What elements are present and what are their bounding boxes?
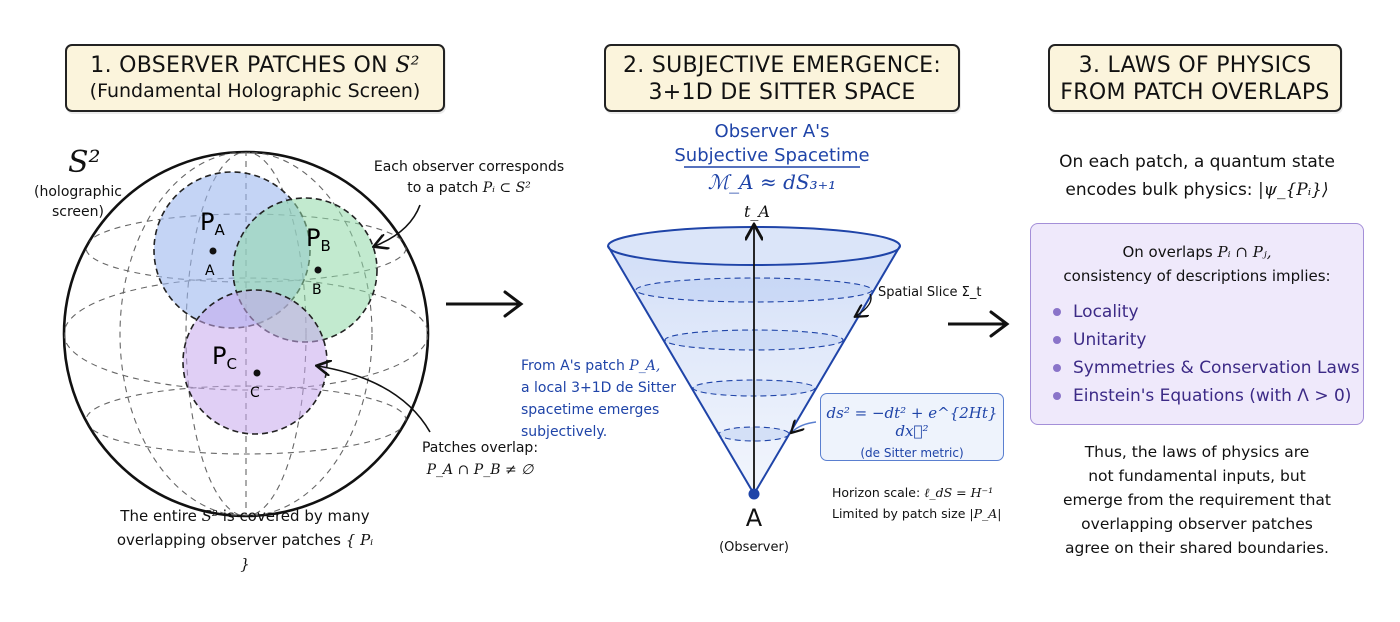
cone-right-edge	[753, 245, 901, 495]
overlap-consistency-box: On overlaps Pᵢ ∩ Pⱼ, consistency of desc…	[1030, 223, 1364, 425]
patch-c-label: PC	[212, 342, 237, 373]
sphere-sublabel: (holographic screen)	[34, 184, 122, 220]
patch-b-label: PB	[306, 224, 331, 255]
laws-list: Locality Unitarity Symmetries & Conserva…	[1053, 298, 1363, 410]
patch-annotation: Each observer corresponds to a patch Pᵢ …	[373, 159, 565, 196]
de-sitter-cone	[607, 226, 901, 500]
cone-left-edge	[607, 245, 755, 495]
observer-sublabel: (Observer)	[719, 540, 789, 555]
law-symmetries: Symmetries & Conservation Laws	[1053, 354, 1363, 382]
panel2-title-box: 2. SUBJECTIVE EMERGENCE: 3+1D DE SITTER …	[604, 44, 960, 112]
overlap-annotation-arrow	[318, 366, 431, 433]
panel2-title: 2. SUBJECTIVE EMERGENCE:	[622, 53, 942, 78]
panel2-left-text: From A's patch P_A, a local 3+1D de Sitt…	[521, 358, 676, 440]
point-a-label: A	[205, 263, 215, 279]
metric-caption: (de Sitter metric)	[860, 446, 964, 460]
panel3-title-box: 3. LAWS OF PHYSICS FROM PATCH OVERLAPS	[1048, 44, 1342, 112]
point-a-dot	[209, 247, 217, 255]
patch-annotation-arrow	[375, 204, 421, 246]
panel1-title: 1. OBSERVER PATCHES ON S²	[90, 53, 420, 78]
horizon-note: Horizon scale: ℓ_dS = H⁻¹ Limited by pat…	[832, 485, 1002, 521]
observer-point	[748, 488, 760, 500]
observer-label: A	[745, 504, 763, 532]
point-b-label: B	[312, 282, 322, 298]
panel3-intro: On each patch, a quantum state encodes b…	[1059, 152, 1335, 200]
overlap-box-heading: On overlaps Pᵢ ∩ Pⱼ, consistency of desc…	[1063, 243, 1331, 285]
spatial-slice-label: Spatial Slice Σ_t	[878, 285, 982, 300]
panel1-title-box: 1. OBSERVER PATCHES ON S² (Fundamental H…	[65, 44, 445, 112]
sphere-label: S²	[68, 145, 101, 180]
metric-annotation-arrow	[792, 422, 817, 432]
point-c-label: C	[250, 385, 260, 401]
patch-a-label: PA	[200, 208, 225, 239]
panel3-title: 3. LAWS OF PHYSICS	[1078, 53, 1312, 78]
point-b-dot	[314, 266, 322, 274]
panel2-heading: Observer A's Subjective Spacetime ℳ_A ≈ …	[674, 121, 870, 194]
panel3-subtitle: FROM PATCH OVERLAPS	[1060, 80, 1330, 105]
point-c-dot	[253, 369, 261, 377]
slice-annotation-arrow	[856, 293, 872, 316]
arrow-panel1-to-panel2-head	[503, 290, 524, 318]
panel1-subtitle: (Fundamental Holographic Screen)	[89, 80, 421, 102]
panel1-title-math: S²	[395, 53, 420, 78]
law-unitarity: Unitarity	[1053, 326, 1363, 354]
metric-equation: ds² = −dt² + e^{2Ht} dx⃗²	[826, 404, 998, 440]
law-einstein: Einstein's Equations (with Λ > 0)	[1053, 382, 1363, 410]
panel2-subtitle: 3+1D DE SITTER SPACE	[648, 80, 916, 105]
law-locality: Locality	[1053, 298, 1363, 326]
panel3-conclusion: Thus, the laws of physics are not fundam…	[1063, 443, 1331, 557]
panel1-caption: The entire S² is covered by many overlap…	[116, 507, 374, 573]
overlap-annotation: Patches overlap: P_A ∩ P_B ≠ ∅	[421, 440, 539, 478]
patch-c-region	[182, 289, 328, 435]
metric-box: ds² = −dt² + e^{2Ht} dx⃗² (de Sitter met…	[820, 393, 1004, 461]
arrow-panel2-to-panel3-head	[989, 310, 1010, 338]
time-axis-label: t_A	[744, 202, 770, 221]
holographic-sphere: PA PB PC A B C	[62, 150, 430, 518]
